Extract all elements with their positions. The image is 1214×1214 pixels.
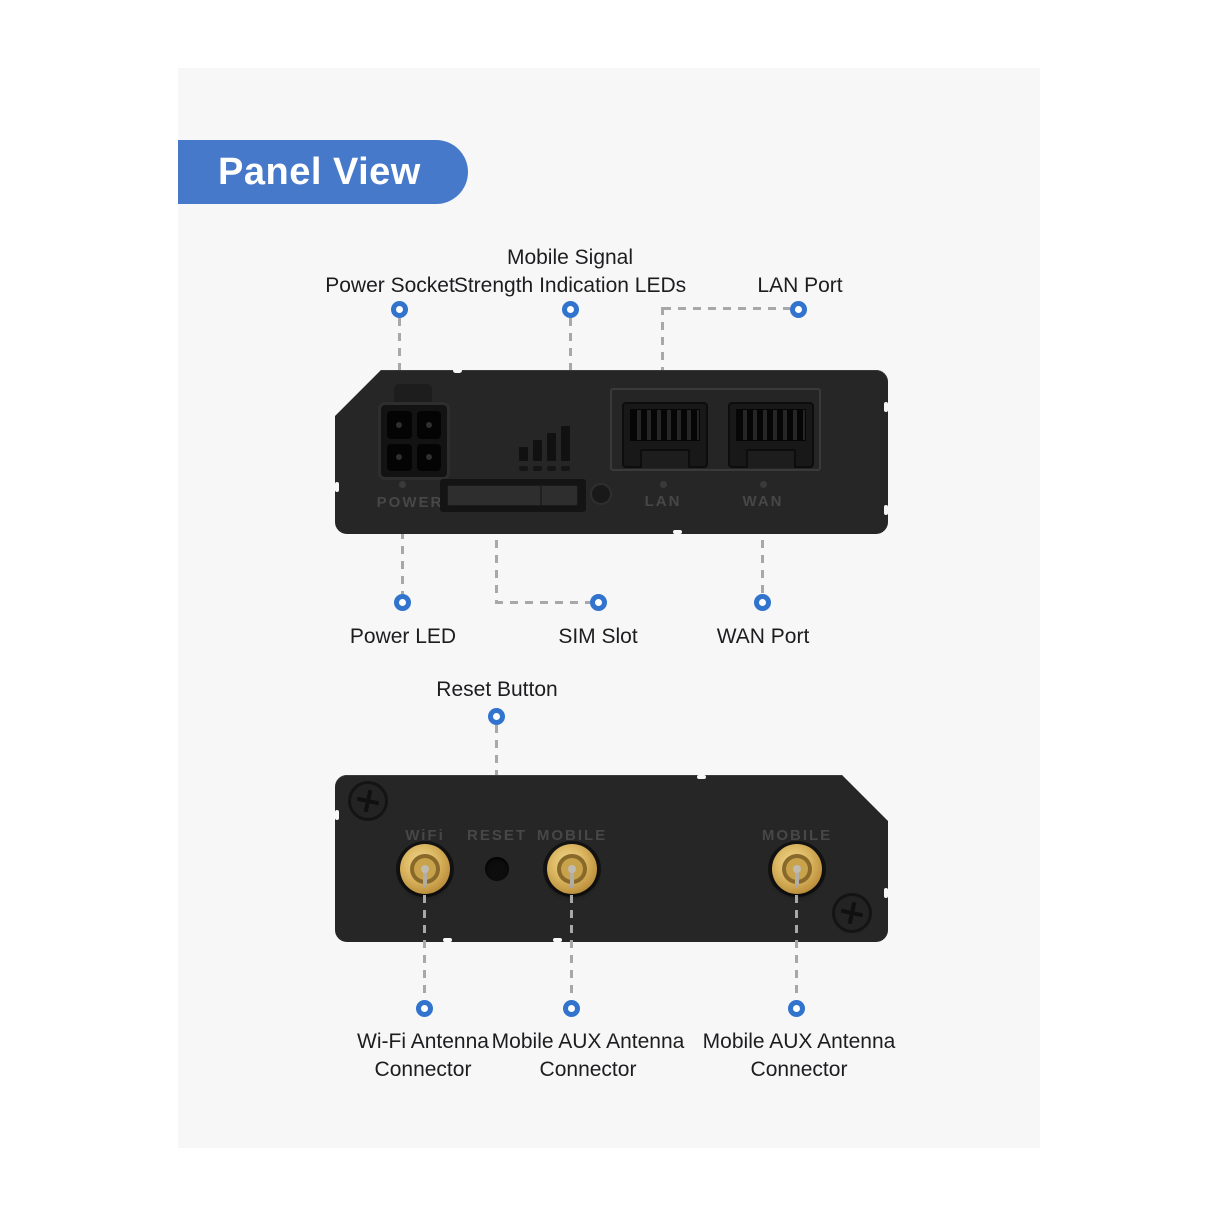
callout-line-sim-vertical (495, 495, 498, 603)
power-socket-pin (416, 443, 441, 471)
lan-port (622, 402, 708, 468)
signal-led (533, 466, 542, 471)
callout-line-mobile-aux-2 (795, 880, 798, 1000)
callout-label-mobile-aux-1-line1: Mobile AUX Antenna (491, 1030, 685, 1053)
callout-marker-wifi-antenna (416, 1000, 433, 1017)
callout-label-wifi-antenna: Wi-Fi Antenna Connector (357, 1028, 489, 1084)
callout-marker-power-led (394, 594, 411, 611)
signal-led (519, 466, 528, 471)
callout-label-mobile-signal-line2: Strength Indication LEDs (453, 274, 687, 297)
callout-marker-sim-slot (590, 594, 607, 611)
sma-pin (793, 865, 801, 873)
lan-port-pins (630, 409, 700, 441)
callout-marker-power-socket (391, 301, 408, 318)
front-panel-button (590, 483, 612, 505)
callout-label-wifi-antenna-line1: Wi-Fi Antenna (357, 1030, 489, 1053)
power-socket-pin (416, 411, 441, 439)
callout-label-wan-port: WAN Port (716, 625, 810, 648)
callout-label-mobile-aux-2-line1: Mobile AUX Antenna (702, 1030, 896, 1053)
callout-label-mobile-aux-1: Mobile AUX Antenna Connector (492, 1028, 685, 1084)
callout-line-sim-horizontal (495, 601, 590, 604)
callout-marker-wan-port (754, 594, 771, 611)
panel-notch (884, 505, 888, 515)
lan-label: LAN (644, 493, 682, 510)
power-label: POWER (376, 494, 444, 511)
signal-led (547, 466, 556, 471)
panel-notch (443, 938, 452, 942)
panel-notch (884, 888, 888, 898)
sma-pin-stem (795, 869, 799, 885)
power-led (399, 481, 406, 488)
callout-line-mobile-aux-1 (570, 880, 573, 1000)
callout-label-mobile-aux-2: Mobile AUX Antenna Connector (703, 1028, 896, 1084)
wan-label: WAN (742, 493, 784, 510)
callout-line-power-led (401, 486, 404, 594)
screw-icon (832, 893, 872, 933)
wan-port (728, 402, 814, 468)
panel-notch (335, 810, 339, 820)
panel-view-badge-label: Panel View (218, 150, 421, 193)
power-socket-pin (387, 411, 412, 439)
reset-label: RESET (466, 827, 528, 844)
sma-pin-stem (423, 869, 427, 885)
power-socket (378, 402, 450, 480)
callout-label-power-socket: Power Socket (325, 274, 455, 297)
signal-bar (519, 447, 528, 461)
callout-label-power-led: Power LED (349, 625, 457, 648)
power-socket-pin (387, 443, 412, 471)
screw-icon (348, 781, 388, 821)
panel-notch (553, 938, 562, 942)
callout-label-reset-button: Reset Button (436, 678, 558, 701)
power-socket-latch (394, 384, 432, 406)
signal-bar (547, 433, 556, 461)
sma-pin (421, 865, 429, 873)
callout-label-mobile-aux-2-line2: Connector (750, 1058, 848, 1081)
callout-marker-lan-port (790, 301, 807, 318)
panel-notch (884, 402, 888, 412)
signal-bar (561, 426, 570, 461)
panel-notch (697, 775, 706, 779)
content-area (178, 68, 1040, 1148)
panel-notch (673, 530, 682, 534)
signal-led (561, 466, 570, 471)
panel-notch (453, 368, 462, 373)
callout-line-lan-horizontal (663, 307, 790, 310)
wan-led (760, 481, 767, 488)
panel-view-badge: Panel View (178, 140, 468, 204)
callout-marker-mobile-signal (562, 301, 579, 318)
wifi-antenna-connector (400, 844, 450, 894)
sma-pin (568, 865, 576, 873)
callout-label-mobile-aux-1-line2: Connector (539, 1058, 637, 1081)
callout-marker-mobile-aux-1 (563, 1000, 580, 1017)
wan-port-tab (746, 449, 796, 468)
callout-label-wifi-antenna-line2: Connector (374, 1058, 472, 1081)
sma-pin-stem (570, 869, 574, 885)
lan-led (660, 481, 667, 488)
callout-label-lan-port: LAN Port (757, 274, 843, 297)
wifi-label: WiFi (405, 827, 445, 844)
callout-label-mobile-signal-line1: Mobile Signal (506, 246, 634, 269)
mobile-label: MOBILE (536, 827, 608, 844)
wan-port-pins (736, 409, 806, 441)
callout-marker-mobile-aux-2 (788, 1000, 805, 1017)
callout-label-sim-slot: SIM Slot (558, 625, 638, 648)
sim-slot-seam (540, 486, 542, 505)
panel-notch (335, 482, 339, 492)
signal-bar (533, 440, 542, 461)
callout-label-mobile-signal: Mobile Signal Strength Indication LEDs (454, 244, 686, 300)
reset-button-hole (485, 857, 509, 881)
sim-slot-tray (447, 485, 578, 506)
callout-line-wifi-antenna (423, 880, 426, 1000)
callout-marker-reset-button (488, 708, 505, 725)
mobile-aux-label: MOBILE (761, 827, 833, 844)
lan-port-tab (640, 449, 690, 468)
